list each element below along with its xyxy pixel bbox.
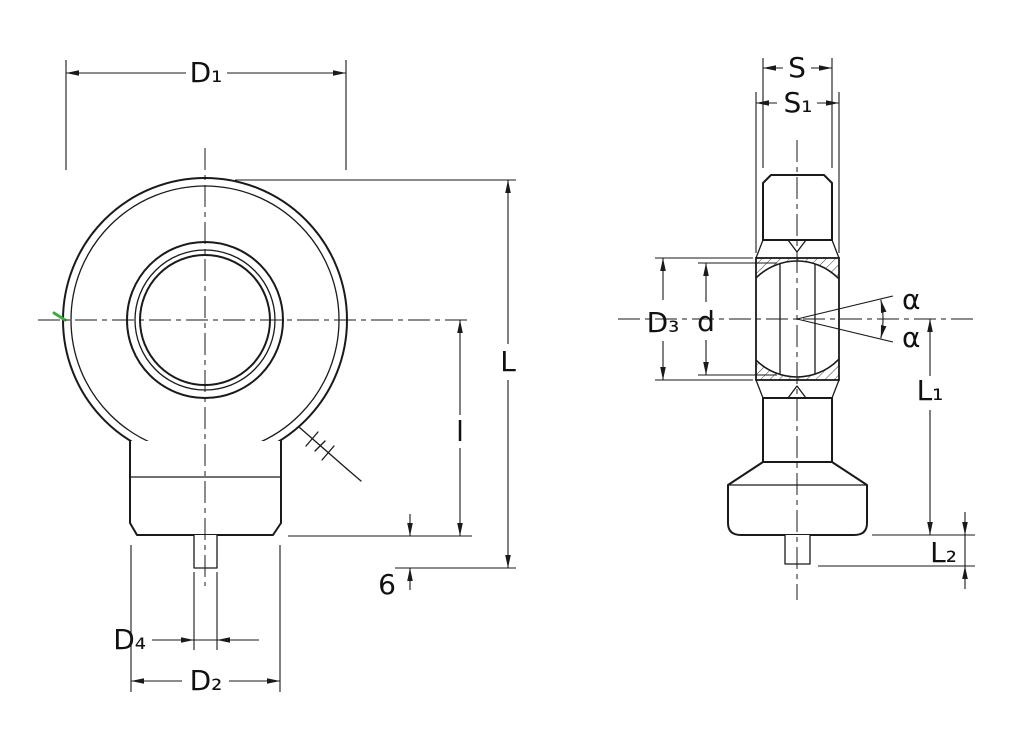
label-d1: D₁ — [190, 56, 223, 89]
dimension-l1: L₁ — [872, 319, 975, 536]
label-6: 6 — [378, 568, 396, 601]
extension-lines — [655, 257, 753, 381]
extension-lines — [698, 262, 777, 376]
dimension-d: d — [697, 262, 777, 376]
label-l: l — [456, 415, 464, 448]
dimension-d2: D₂ — [130, 545, 281, 697]
label-l2: L₂ — [930, 536, 957, 569]
centerlines — [38, 140, 975, 600]
label-d3: D₃ — [647, 306, 680, 339]
label-alpha-upper: α — [902, 283, 920, 316]
dimension-l: l — [288, 320, 472, 537]
extension-lines — [130, 545, 281, 692]
dimension-d4: D₄ — [113, 572, 259, 656]
label-d2: D₂ — [190, 664, 223, 697]
grease-fitting-tail — [346, 468, 362, 482]
label-L: L — [500, 345, 516, 378]
label-alpha-lower: α — [902, 321, 920, 354]
label-s1: S₁ — [784, 86, 813, 119]
dimension-L: L — [235, 179, 516, 569]
label-s: S — [788, 51, 806, 84]
dimension-s1: S₁ — [755, 86, 840, 253]
dimension-d3: D₃ — [647, 257, 753, 381]
weld-base-flange — [727, 461, 868, 536]
dimension-alpha: α α — [796, 283, 920, 354]
grease-fitting-tick — [314, 440, 326, 452]
extension-lines — [755, 92, 840, 253]
extension-lines — [762, 58, 833, 168]
dimension-6: 6 — [378, 514, 413, 601]
dimension-s: S — [762, 51, 833, 168]
lower-waist-notch — [755, 379, 840, 399]
grease-fitting-stem — [298, 426, 348, 470]
grease-fitting — [298, 426, 362, 482]
accent-mark — [52, 311, 67, 322]
angle-arc — [880, 299, 887, 339]
dimension-l2: L₂ — [818, 512, 975, 589]
extension-lines — [235, 179, 516, 569]
extension-lines — [193, 572, 218, 650]
label-l1: L₁ — [917, 374, 944, 407]
label-d4: D₄ — [113, 623, 146, 656]
extension-lines — [65, 60, 347, 170]
label-d: d — [697, 305, 715, 338]
grease-fitting-tick — [321, 445, 335, 461]
angle-rays — [796, 295, 894, 343]
dimension-d1: D₁ — [65, 56, 347, 170]
front-view — [52, 177, 362, 569]
grease-fitting-tick — [305, 431, 319, 447]
